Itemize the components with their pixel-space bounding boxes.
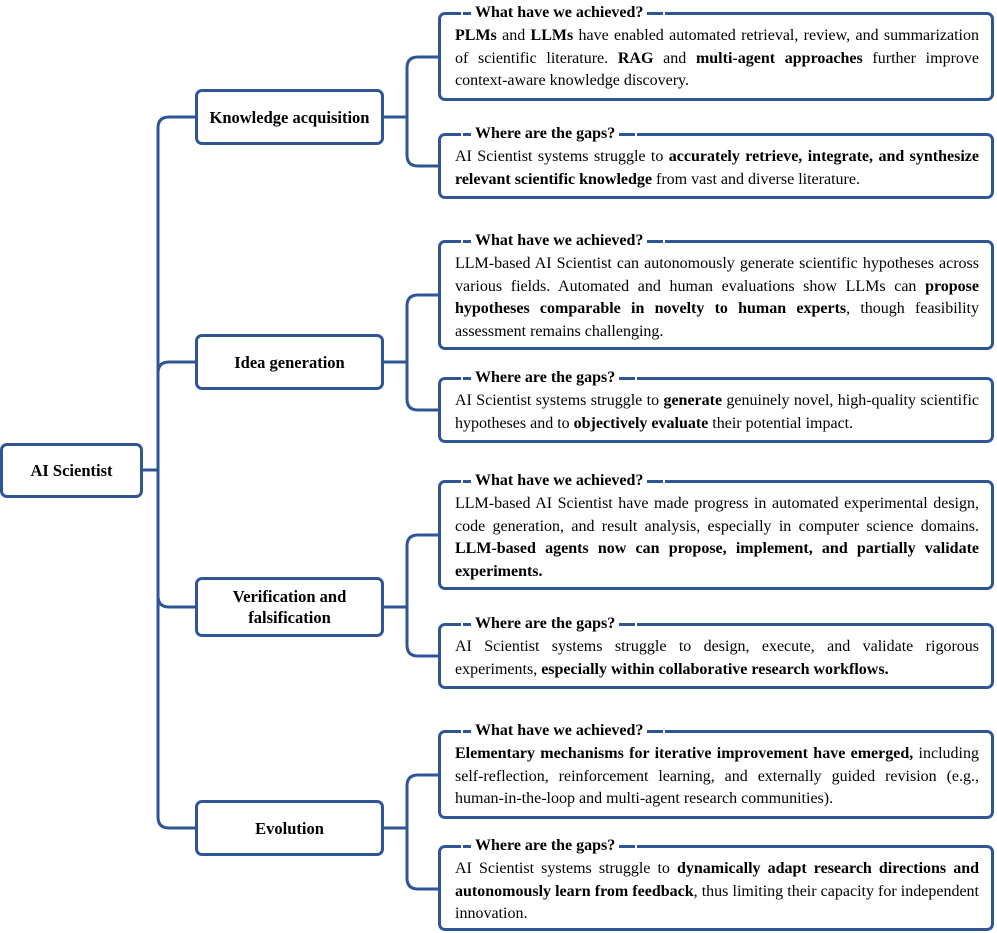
panel-title: Where are the gaps? [461,614,638,634]
branch-label: Verification and falsification [232,587,347,627]
gaps-panel-knowledge: Where are the gaps? AI Scientist systems… [438,124,994,199]
achieved-panel-evolution: What have we achieved? Elementary mechan… [438,721,994,819]
branch-connector-verification [382,533,440,658]
panel-title: What have we achieved? [461,721,666,741]
gaps-panel-verification: Where are the gaps? AI Scientist systems… [438,614,994,689]
achieved-panel-verification: What have we achieved? LLM-based AI Scie… [438,471,994,590]
branch-connector-idea [382,293,440,412]
panel-body: AI Scientist systems struggle to design,… [455,638,979,678]
branch-label: Evolution [255,818,324,838]
branch-label: Knowledge acquisition [209,107,370,127]
panel-title: Where are the gaps? [461,836,638,856]
branch-node-knowledge-acquisition: Knowledge acquisition [195,89,384,145]
root-node: AI Scientist [0,443,143,498]
branch-node-verification-falsification: Verification and falsification [195,577,384,637]
panel-body: Elementary mechanisms for iterative impr… [455,745,979,807]
root-label: AI Scientist [30,461,113,480]
branch-node-idea-generation: Idea generation [195,334,384,390]
root-spine [156,115,197,830]
panel-body: AI Scientist systems struggle to generat… [455,392,979,432]
panel-title: What have we achieved? [461,3,666,23]
achieved-panel-idea: What have we achieved? LLM-based AI Scie… [438,231,994,350]
panel-body: LLM-based AI Scientist have made progres… [455,495,979,580]
branch-label: Idea generation [234,352,345,372]
panel-title: Where are the gaps? [461,368,638,388]
achieved-panel-knowledge: What have we achieved? PLMs and LLMs hav… [438,3,994,101]
panel-body: LLM-based AI Scientist can autonomously … [455,255,979,340]
panel-body: AI Scientist systems struggle to dynamic… [455,860,980,922]
branch-node-evolution: Evolution [195,800,384,856]
panel-body: PLMs and LLMs have enabled automated ret… [455,27,979,89]
gaps-panel-idea: Where are the gaps? AI Scientist systems… [438,368,994,443]
gaps-panel-evolution: Where are the gaps? AI Scientist systems… [438,836,994,931]
panel-title: What have we achieved? [461,231,666,251]
branch-connector-evolution [382,773,440,891]
panel-title: Where are the gaps? [461,124,638,144]
branch-connector-knowledge [382,55,440,168]
panel-title: What have we achieved? [461,471,666,491]
panel-body: AI Scientist systems struggle to accurat… [455,148,980,188]
